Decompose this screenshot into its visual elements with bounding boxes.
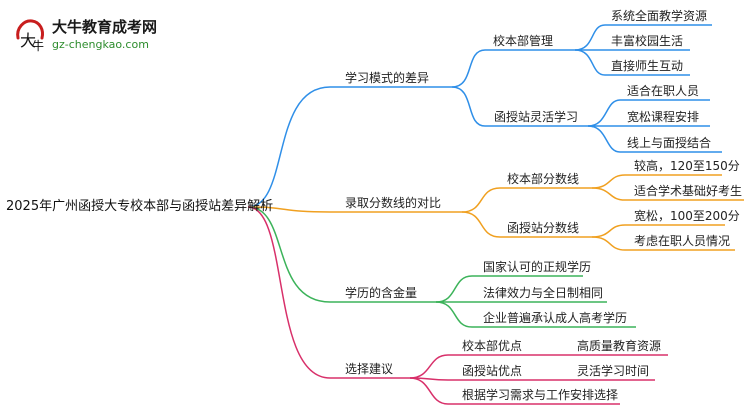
logo-url: gz-chengkao.com bbox=[52, 38, 149, 51]
leaf-recognized-diploma: 国家认可的正规学历 bbox=[483, 260, 592, 274]
branch-learning-mode: 学习模式的差异 bbox=[345, 71, 430, 85]
leaf-teaching-resources: 系统全面教学资源 bbox=[611, 9, 708, 23]
leaf-choose-by-needs: 根据学习需求与工作安排选择 bbox=[462, 388, 619, 402]
leaf-flexible-time: 灵活学习时间 bbox=[577, 364, 650, 378]
branch-recommendations: 选择建议 bbox=[345, 362, 394, 376]
node-campus-advantage: 校本部优点 bbox=[462, 339, 523, 353]
node-station-flexible: 函授站灵活学习 bbox=[494, 110, 579, 124]
leaf-looser-score: 宽松，100至200分 bbox=[634, 209, 740, 223]
leaf-flexible-schedule: 宽松课程安排 bbox=[627, 110, 700, 124]
svg-text:大: 大 bbox=[20, 31, 36, 50]
leaf-academic-foundation: 适合学术基础好考生 bbox=[634, 184, 743, 198]
node-station-score: 函授站分数线 bbox=[507, 221, 580, 235]
connector-root-branch-3 bbox=[247, 206, 331, 303]
leaf-legal-equivalence: 法律效力与全日制相同 bbox=[483, 286, 604, 300]
connector-root-branch-1 bbox=[247, 86, 331, 208]
node-campus-management: 校本部管理 bbox=[493, 34, 554, 48]
connector-root-branch-4 bbox=[247, 206, 331, 379]
branch-admission-scores: 录取分数线的对比 bbox=[345, 196, 442, 210]
site-logo[interactable]: 大 牛 大牛教育成考网 gz-chengkao.com bbox=[6, 16, 166, 56]
logo-mascot-icon: 大 牛 bbox=[16, 19, 44, 52]
leaf-working-consideration: 考虑在职人员情况 bbox=[634, 234, 731, 248]
svg-text:牛: 牛 bbox=[32, 38, 44, 52]
leaf-teacher-interaction: 直接师生互动 bbox=[611, 59, 684, 73]
logo-brand-name: 大牛教育成考网 bbox=[52, 18, 158, 36]
node-campus-score: 校本部分数线 bbox=[507, 172, 580, 186]
leaf-quality-resources: 高质量教育资源 bbox=[577, 339, 662, 353]
leaf-working-adults: 适合在职人员 bbox=[627, 84, 700, 98]
root-topic: 2025年广州函授大专校本部与函授站差异解析 bbox=[6, 199, 274, 214]
leaf-employer-recognition: 企业普遍承认成人高考学历 bbox=[483, 311, 628, 325]
leaf-higher-score: 较高，120至150分 bbox=[634, 159, 740, 173]
connector-root-branch-2 bbox=[247, 206, 331, 213]
branch-diploma-value: 学历的含金量 bbox=[345, 286, 418, 300]
node-station-advantage: 函授站优点 bbox=[462, 364, 523, 378]
leaf-online-offline: 线上与面授结合 bbox=[627, 136, 712, 150]
leaf-campus-life: 丰富校园生活 bbox=[611, 34, 684, 48]
